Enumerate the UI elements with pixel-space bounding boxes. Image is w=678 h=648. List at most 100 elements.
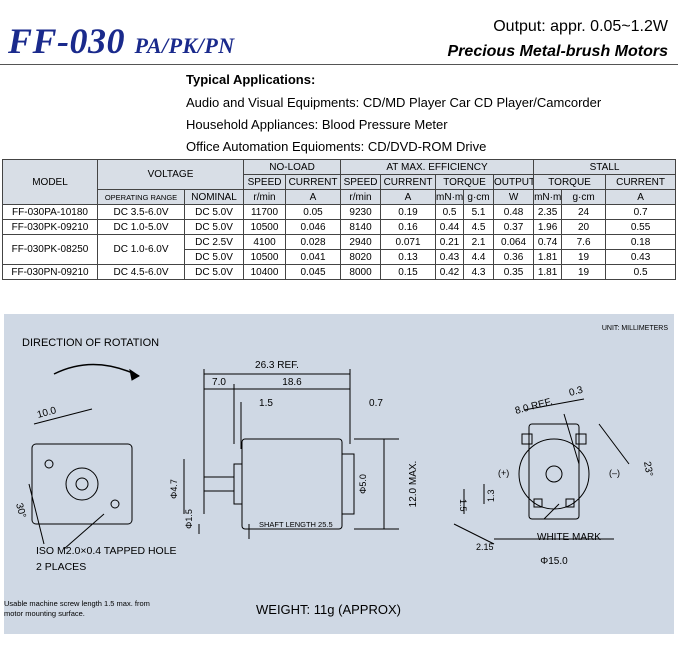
cell-me-torque-mnm: 0.5 <box>435 204 465 220</box>
spec-table: MODEL VOLTAGE NO-LOAD AT MAX. EFFICIENCY… <box>2 159 677 280</box>
cell-me-output: 0.37 <box>493 219 535 235</box>
cell-me-torque-gcm: 5.1 <box>463 204 495 220</box>
cell-st-torque-gcm: 24 <box>561 204 607 220</box>
cell-nl-speed: 10400 <box>243 264 287 280</box>
cell-me-output: 0.36 <box>493 249 535 265</box>
col-speed: SPEED <box>243 174 287 190</box>
cell-me-speed: 8020 <box>340 249 382 265</box>
cell-nominal: DC 5.0V <box>183 264 245 280</box>
unit-rmin: r/min <box>340 189 382 205</box>
cell-me-torque-mnm: 0.21 <box>435 234 465 250</box>
white-mark-label: WHITE MARK <box>537 532 601 543</box>
cell-nl-speed: 11700 <box>243 204 287 220</box>
weight-label: WEIGHT: 11g (APPROX) <box>256 602 401 617</box>
unit-a: A <box>605 189 677 205</box>
unit-mnm: mN·m <box>435 189 465 205</box>
unit-label: UNIT: MILLIMETERS <box>602 325 668 332</box>
output-range: Output: appr. 0.05~1.2W <box>493 18 668 35</box>
leader-line <box>63 513 105 550</box>
cell-st-current: 0.5 <box>605 264 677 280</box>
end-cap <box>341 453 355 515</box>
cell-nominal: DC 2.5V <box>183 234 245 250</box>
drawing-svg: UNIT: MILLIMETERS DIRECTION OF ROTATION … <box>4 325 668 618</box>
dim-line <box>453 523 495 545</box>
cell-me-speed: 8000 <box>340 264 382 280</box>
dim-15b: 1.5 <box>458 499 468 512</box>
cell-model: FF-030PK-08250 <box>2 234 98 265</box>
unit-rmin: r/min <box>243 189 287 205</box>
dim-12max: 12.0 MAX. <box>408 461 419 508</box>
end-face-outline <box>31 443 133 525</box>
dim-phi15: Φ1.5 <box>184 509 194 529</box>
dim-line <box>28 483 45 545</box>
dim-phi47: Φ4.7 <box>169 479 179 499</box>
cell-me-current: 0.19 <box>380 204 437 220</box>
dim-line <box>598 423 630 465</box>
cell-st-torque-gcm: 19 <box>561 264 607 280</box>
minus-terminal: (–) <box>609 468 620 478</box>
cell-st-torque-mnm: 1.96 <box>533 219 563 235</box>
cell-me-torque-mnm: 0.43 <box>435 249 465 265</box>
application-line: Audio and Visual Equipments: CD/MD Playe… <box>186 95 602 110</box>
dim-23: 23° <box>641 461 654 478</box>
tapped-hole <box>110 499 120 509</box>
cell-me-torque-gcm: 2.1 <box>463 234 495 250</box>
cell-nominal: DC 5.0V <box>183 219 245 235</box>
dim-80ref: 8.0 REF. <box>514 396 554 417</box>
cell-me-current: 0.13 <box>380 249 437 265</box>
cell-model: FF-030PA-10180 <box>2 204 98 220</box>
dim-263: 26.3 REF. <box>255 360 299 371</box>
col-current: CURRENT <box>285 174 342 190</box>
col-output: OUTPUT <box>493 174 535 190</box>
cell-range: DC 3.5-6.0V <box>97 204 185 220</box>
table-row: FF-030PK-09210 DC 1.0-5.0V DC 5.0V 10500… <box>2 219 677 235</box>
cell-nl-current: 0.046 <box>285 219 342 235</box>
unit-mnm: mN·m <box>533 189 563 205</box>
cell-nl-current: 0.028 <box>285 234 342 250</box>
cell-me-current: 0.071 <box>380 234 437 250</box>
unit-w: W <box>493 189 535 205</box>
dim-70: 7.0 <box>212 377 226 388</box>
cell-me-output: 0.064 <box>493 234 535 250</box>
cell-me-speed: 8140 <box>340 219 382 235</box>
technical-drawing: UNIT: MILLIMETERS DIRECTION OF ROTATION … <box>4 314 674 634</box>
col-stall: STALL <box>533 159 677 175</box>
model-title: FF-030 PA/PK/PN <box>8 20 235 62</box>
cell-st-torque-mnm: 2.35 <box>533 204 563 220</box>
col-torque: TORQUE <box>435 174 495 190</box>
table-unit-row: OPERATING RANGE NOMINAL r/min A r/min A … <box>2 189 677 205</box>
cell-nl-speed: 10500 <box>243 219 287 235</box>
cell-st-torque-gcm: 19 <box>561 249 607 265</box>
cell-me-current: 0.16 <box>380 219 437 235</box>
shaft <box>203 476 235 492</box>
end-shaft <box>75 477 89 491</box>
table-row: FF-030PA-10180 DC 3.5-6.0V DC 5.0V 11700… <box>2 204 677 220</box>
dim-line <box>523 398 585 411</box>
cell-st-current: 0.43 <box>605 249 677 265</box>
leader-line <box>563 413 580 465</box>
cell-me-torque-mnm: 0.44 <box>435 219 465 235</box>
cell-nl-speed: 4100 <box>243 234 287 250</box>
unit-gcm: g·cm <box>463 189 495 205</box>
motor-can <box>241 438 343 530</box>
tapped-hole <box>44 459 54 469</box>
application-line: Office Automation Equioments: CD/DVD-ROM… <box>186 139 487 154</box>
cell-nl-speed: 10500 <box>243 249 287 265</box>
cell-me-speed: 9230 <box>340 204 382 220</box>
table-row: FF-030PK-08250 DC 1.0-6.0V DC 2.5V 4100 … <box>2 234 677 265</box>
col-speed: SPEED <box>340 174 382 190</box>
end-bearing <box>65 467 99 501</box>
dim-30: 30° <box>13 502 28 519</box>
col-torque: TORQUE <box>533 174 607 190</box>
model-suffix: PA/PK/PN <box>134 33 235 58</box>
rear-bushing <box>545 465 563 483</box>
cell-range: DC 1.0-6.0V <box>97 234 185 265</box>
dim-186: 18.6 <box>282 377 302 388</box>
leader-line <box>543 503 560 520</box>
table-header-row: MODEL VOLTAGE NO-LOAD AT MAX. EFFICIENCY… <box>2 159 677 205</box>
rotation-arrow <box>53 363 140 377</box>
bearing-boss <box>233 463 243 505</box>
cell-range: DC 4.5-6.0V <box>97 264 185 280</box>
cell-me-torque-gcm: 4.5 <box>463 219 495 235</box>
cell-me-torque-gcm: 4.4 <box>463 249 495 265</box>
